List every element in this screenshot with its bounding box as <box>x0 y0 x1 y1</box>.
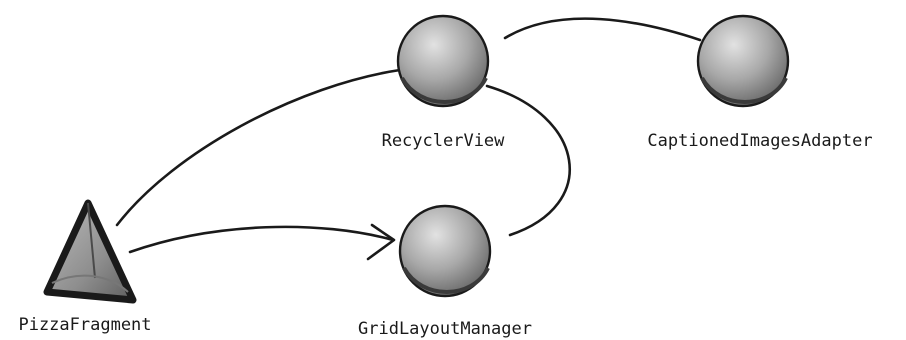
captionedimagesadapter-sphere-icon <box>698 16 788 106</box>
gridlayoutmanager-sphere-icon <box>400 206 490 296</box>
recyclerview-sphere-icon <box>398 16 488 106</box>
edge-pizzafragment-recyclerview <box>115 68 402 227</box>
node-gridlayoutmanager: GridLayoutManager <box>358 204 532 339</box>
edge-recyclerview-gridlayoutmanager <box>485 84 571 237</box>
captionedimagesadapter-label: CaptionedImagesAdapter <box>647 131 872 151</box>
pizzafragment-pyramid-icon <box>43 199 137 304</box>
arrowhead-gridlayoutmanager <box>366 223 396 261</box>
node-recyclerview: RecyclerView <box>382 14 506 151</box>
recyclerview-label: RecyclerView <box>382 131 506 151</box>
edge-pizzafragment-gridlayoutmanager <box>128 225 395 254</box>
edge-recyclerview-captionedimagesadapter <box>503 17 702 42</box>
gridlayoutmanager-label: GridLayoutManager <box>358 319 532 339</box>
pizzafragment-label: PizzaFragment <box>18 315 151 335</box>
node-captionedimagesadapter: CaptionedImagesAdapter <box>647 14 873 151</box>
node-pizzafragment: PizzaFragment <box>18 199 152 335</box>
